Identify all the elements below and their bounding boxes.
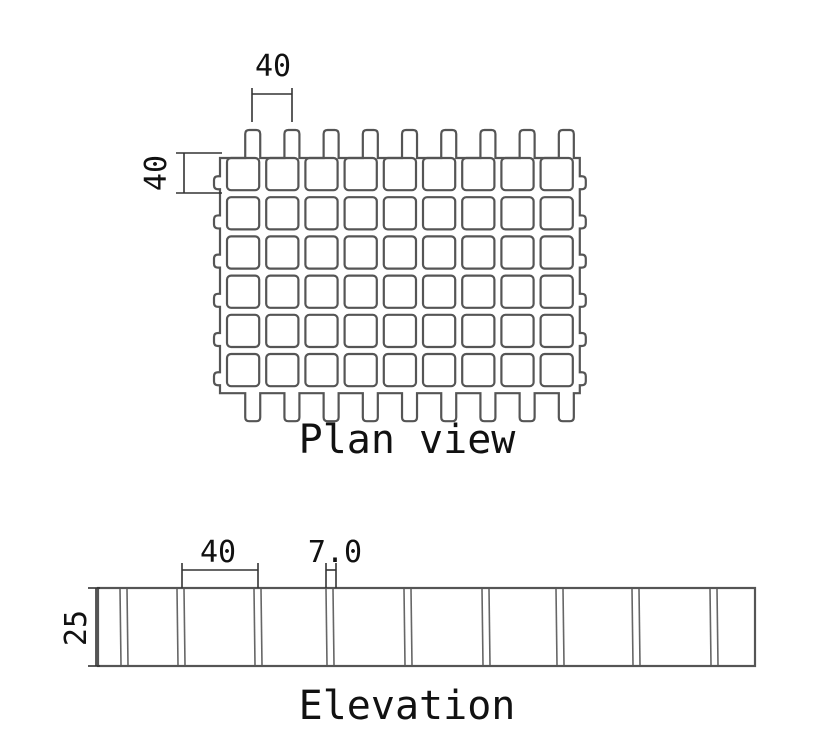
- plan-width-dimension: 40: [251, 49, 293, 122]
- elevation-height-dimension: 25: [59, 587, 100, 667]
- plan-cell: [265, 235, 300, 270]
- elevation-bar-line: [716, 588, 719, 666]
- plan-cell: [225, 156, 261, 192]
- plan-cell: [343, 352, 378, 388]
- plan-cell: [343, 235, 378, 270]
- elevation-bar-line: [488, 588, 491, 666]
- elevation-bar-line: [562, 588, 565, 666]
- plan-cell: [343, 156, 378, 192]
- elevation-bar-line: [709, 588, 712, 666]
- plan-cell: [539, 196, 574, 231]
- plan-cell: [421, 313, 457, 349]
- elevation-height-label: 25: [59, 610, 94, 646]
- elevation-bar-line: [126, 588, 129, 666]
- elevation-outline: [96, 586, 757, 668]
- plan-cell: [461, 235, 496, 270]
- elevation-bar-line: [119, 588, 122, 666]
- elevation-bar-line: [253, 588, 256, 666]
- plan-view-caption: Plan view: [299, 417, 517, 463]
- plan-cell: [382, 156, 418, 192]
- plan-cell: [265, 196, 300, 231]
- plan-cell: [265, 156, 300, 192]
- plan-cell: [304, 235, 339, 270]
- elevation-pitch-dimension: 40: [181, 535, 259, 588]
- plan-cell: [265, 313, 300, 349]
- plan-cell: [225, 196, 261, 231]
- plan-cell: [265, 352, 300, 388]
- plan-cell: [461, 156, 496, 192]
- elevation-bar-line: [332, 588, 335, 666]
- plan-cell: [225, 235, 261, 270]
- plan-cell: [382, 235, 418, 270]
- plan-cell: [225, 313, 261, 349]
- plan-cell: [500, 313, 535, 349]
- plan-cell: [539, 235, 574, 270]
- plan-cell: [343, 274, 378, 309]
- plan-cell: [461, 313, 496, 349]
- elevation-bar-line: [403, 588, 406, 666]
- elevation-caption: Elevation: [299, 683, 516, 729]
- elevation-pitch-label: 40: [200, 535, 236, 570]
- plan-cell: [500, 156, 535, 192]
- plan-cell: [265, 274, 300, 309]
- plan-cell: [382, 196, 418, 231]
- plan-height-label: 40: [139, 155, 174, 191]
- plan-cell: [539, 274, 574, 309]
- plan-cell: [500, 196, 535, 231]
- plan-cell: [539, 313, 574, 349]
- plan-grating-cells: [225, 156, 574, 388]
- plan-cell: [461, 196, 496, 231]
- plan-cell: [304, 352, 339, 388]
- plan-height-dimension: 40: [139, 152, 222, 194]
- plan-cell: [500, 274, 535, 309]
- plan-cell: [225, 352, 261, 388]
- plan-cell: [225, 274, 261, 309]
- elevation-bar-line: [631, 588, 634, 666]
- elevation-bar-dimension: 7.0: [308, 535, 362, 588]
- plan-cell: [343, 313, 378, 349]
- plan-width-label: 40: [255, 49, 291, 84]
- plan-cell: [382, 313, 418, 349]
- elevation-bar-line: [260, 588, 263, 666]
- plan-cell: [304, 313, 339, 349]
- elevation-bar-label: 7.0: [308, 535, 362, 570]
- plan-cell: [461, 274, 496, 309]
- plan-cell: [539, 156, 574, 192]
- plan-cell: [421, 274, 457, 309]
- elevation-bar-line: [176, 588, 179, 666]
- plan-cell: [539, 352, 574, 388]
- plan-cell: [304, 274, 339, 309]
- plan-view: 40 40 Plan view: [139, 49, 587, 463]
- plan-cell: [382, 274, 418, 309]
- plan-cell: [461, 352, 496, 388]
- plan-cell: [304, 196, 339, 231]
- plan-cell: [421, 235, 457, 270]
- elevation-bar-line: [410, 588, 413, 666]
- elevation-bar-line: [325, 588, 328, 666]
- plan-cell: [421, 156, 457, 192]
- elevation-bar-line: [555, 588, 558, 666]
- elevation-bar-line: [638, 588, 641, 666]
- plan-cell: [304, 156, 339, 192]
- elevation-bar-line: [481, 588, 484, 666]
- plan-cell: [500, 235, 535, 270]
- plan-cell: [421, 196, 457, 231]
- elevation-bars: [119, 588, 719, 666]
- plan-cell: [500, 352, 535, 388]
- plan-cell: [343, 196, 378, 231]
- elevation-view: 40 7.0 25 Elevation: [59, 535, 757, 729]
- plan-cell: [382, 352, 418, 388]
- elevation-bar-line: [183, 588, 186, 666]
- plan-cell: [421, 352, 457, 388]
